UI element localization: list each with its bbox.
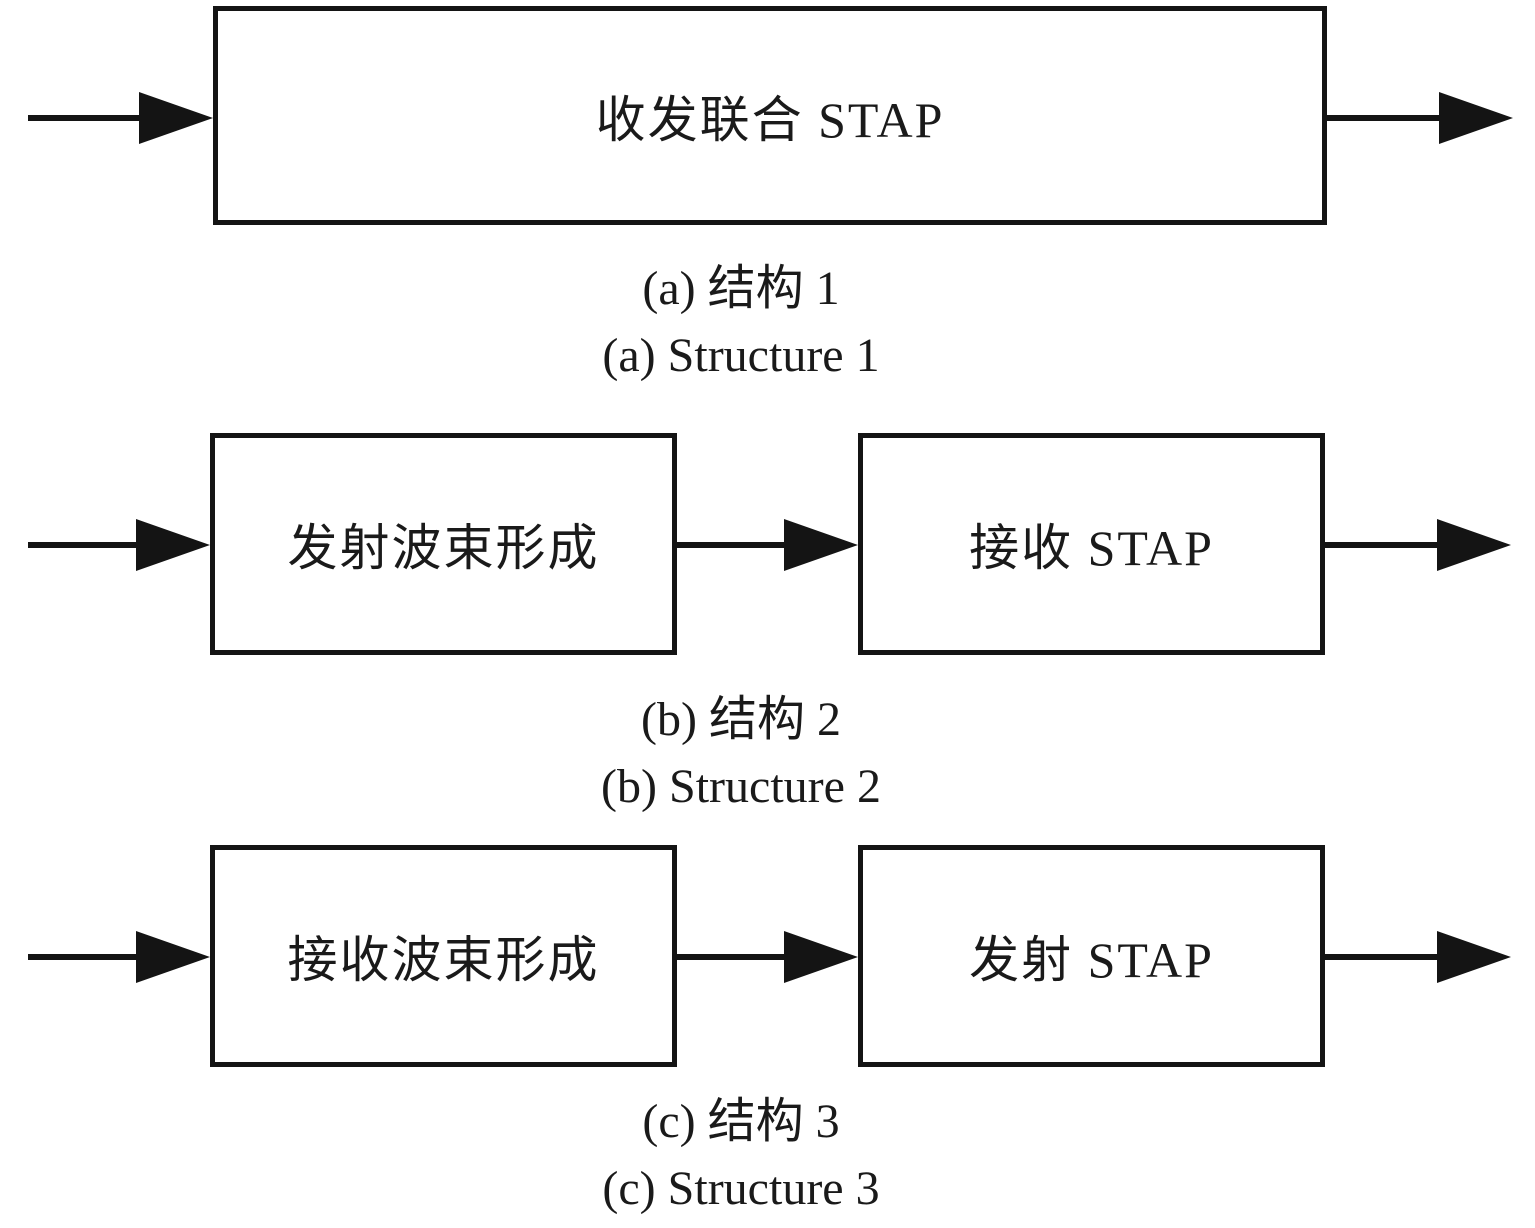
mid-arrow-b bbox=[677, 519, 858, 571]
caption-a: (a) 结构 1 (a) Structure 1 bbox=[0, 255, 1482, 389]
caption-b: (b) 结构 2 (b) Structure 2 bbox=[0, 686, 1482, 820]
input-arrow-b bbox=[28, 519, 210, 571]
block-receive-stap: 接收 STAP bbox=[858, 433, 1325, 655]
input-arrow-c bbox=[28, 931, 210, 983]
block-joint-tx-rx-stap: 收发联合 STAP bbox=[213, 6, 1327, 225]
caption-b-en: (b) Structure 2 bbox=[601, 760, 881, 813]
arrowhead-right-icon bbox=[1439, 92, 1513, 144]
caption-c-en: (c) Structure 3 bbox=[602, 1162, 880, 1215]
caption-b-zh: (b) 结构 2 bbox=[641, 693, 841, 746]
block-transmit-stap: 发射 STAP bbox=[858, 845, 1325, 1067]
caption-a-en: (a) Structure 1 bbox=[602, 329, 880, 382]
arrowhead-right-icon bbox=[1437, 519, 1511, 571]
output-arrow-b bbox=[1325, 519, 1511, 571]
block-label: 发射波束形成 bbox=[287, 520, 600, 576]
block-label: 发射 STAP bbox=[969, 932, 1214, 988]
arrow-shaft bbox=[677, 542, 840, 548]
arrowhead-right-icon bbox=[136, 931, 210, 983]
output-arrow-c bbox=[1325, 931, 1511, 983]
arrow-shaft bbox=[28, 115, 195, 121]
arrow-shaft bbox=[28, 542, 192, 548]
arrow-shaft bbox=[1327, 115, 1495, 121]
block-label: 接收波束形成 bbox=[287, 932, 600, 988]
arrow-shaft bbox=[28, 954, 192, 960]
arrowhead-right-icon bbox=[784, 519, 858, 571]
block-transmit-beamforming: 发射波束形成 bbox=[210, 433, 677, 655]
output-arrow-a bbox=[1327, 92, 1513, 144]
arrowhead-right-icon bbox=[784, 931, 858, 983]
block-label: 收发联合 STAP bbox=[595, 91, 945, 148]
caption-c-zh: (c) 结构 3 bbox=[642, 1095, 840, 1148]
block-receive-beamforming: 接收波束形成 bbox=[210, 845, 677, 1067]
arrow-shaft bbox=[1325, 954, 1493, 960]
input-arrow-a bbox=[28, 92, 213, 144]
arrow-shaft bbox=[677, 954, 840, 960]
block-label: 接收 STAP bbox=[969, 520, 1214, 576]
mid-arrow-c bbox=[677, 931, 858, 983]
arrowhead-right-icon bbox=[136, 519, 210, 571]
caption-c: (c) 结构 3 (c) Structure 3 bbox=[0, 1088, 1482, 1222]
arrow-shaft bbox=[1325, 542, 1493, 548]
arrowhead-right-icon bbox=[139, 92, 213, 144]
arrowhead-right-icon bbox=[1437, 931, 1511, 983]
caption-a-zh: (a) 结构 1 bbox=[642, 262, 840, 315]
